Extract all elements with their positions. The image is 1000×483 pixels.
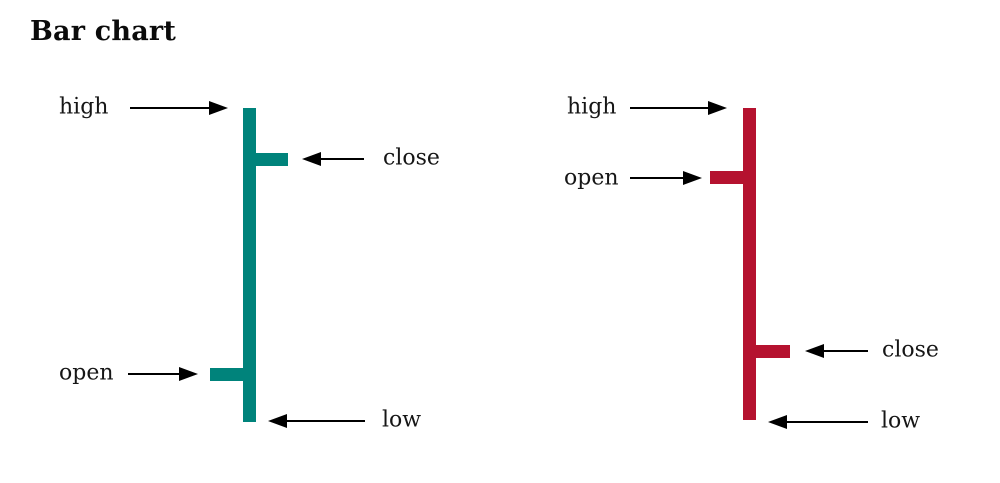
arrowhead-right-icon [708,101,727,115]
arrow-shaft [130,106,209,110]
up-bar-high-arrow [130,100,228,116]
arrowhead-left-icon [268,414,287,428]
arrow-shaft [824,349,868,353]
down-bar-high-label: high [567,94,617,120]
arrowhead-right-icon [209,101,228,115]
arrow-shaft [321,157,364,161]
up-bar-high-low-line [243,108,256,422]
arrow-shaft [630,106,708,110]
page-title: Bar chart [30,16,177,47]
down-bar-low-arrow [768,414,868,430]
up-bar-open-label: open [59,360,114,386]
up-bar-low-arrow [268,413,365,429]
down-bar-high-low-line [743,108,756,420]
down-bar-open-label: open [564,165,619,191]
up-bar-close-tick [249,153,288,166]
down-bar-close-arrow [805,343,868,359]
arrow-shaft [287,419,365,423]
up-bar-open-tick [210,368,250,381]
arrow-shaft [787,420,868,424]
up-bar-low-label: low [382,407,422,433]
up-bar-close-arrow [302,151,364,167]
arrow-shaft [630,176,683,180]
down-bar-open-tick [710,171,750,184]
arrow-shaft [128,372,179,376]
up-bar-high-label: high [59,94,109,120]
arrowhead-left-icon [768,415,787,429]
down-bar-low-label: low [881,408,921,434]
arrowhead-right-icon [179,367,198,381]
down-bar-close-label: close [882,337,939,363]
down-bar-close-tick [750,345,790,358]
arrowhead-left-icon [302,152,321,166]
up-bar-open-arrow [128,366,198,382]
down-bar-high-arrow [630,100,727,116]
arrowhead-left-icon [805,344,824,358]
down-bar-open-arrow [630,170,702,186]
up-bar-close-label: close [383,145,440,171]
arrowhead-right-icon [683,171,702,185]
